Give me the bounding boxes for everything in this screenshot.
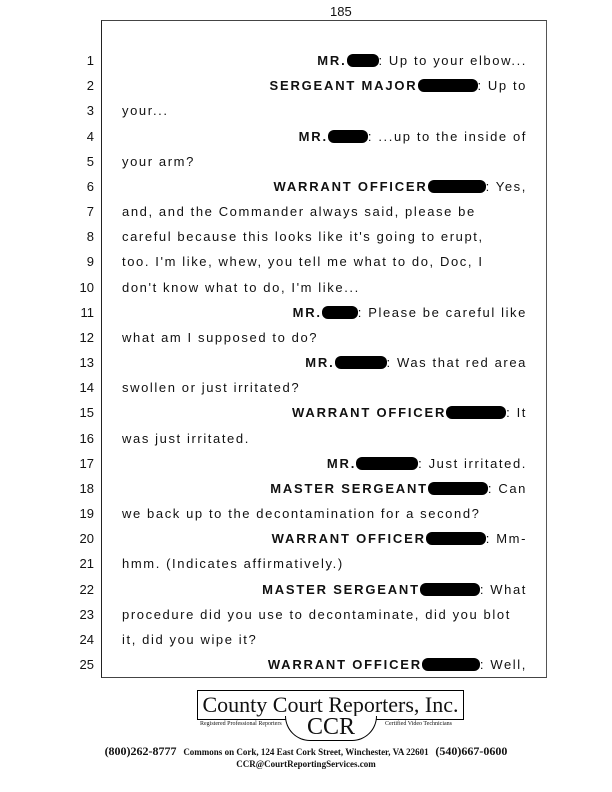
line-number: 6 — [86, 178, 94, 194]
transcript-line: WARRANT OFFICER : It — [292, 405, 527, 420]
redaction-mark — [417, 79, 478, 93]
line-number: 9 — [86, 254, 94, 270]
phone-left: (800)262-8777 — [104, 744, 177, 758]
redaction-mark — [421, 658, 480, 672]
line-number: 12 — [79, 329, 94, 345]
line-number: 20 — [79, 531, 94, 547]
line-number: 7 — [86, 204, 94, 220]
right-tagline: Certified Video Technicians — [385, 721, 452, 727]
speaker-label: WARRANT OFFICER — [273, 178, 428, 194]
speaker-label: MASTER SERGEANT — [262, 581, 420, 597]
speaker-label: WARRANT OFFICER — [271, 531, 426, 547]
transcript-frame — [101, 20, 547, 678]
transcript-line: hmm. (Indicates affirmatively.) — [122, 556, 344, 572]
transcript-line: WARRANT OFFICER : Mm- — [272, 531, 527, 546]
speech-text: : Just irritated. — [418, 455, 527, 471]
speech-text: : Was that red area — [386, 355, 527, 371]
speaker-label: MR. — [298, 128, 328, 144]
ccr-logo: CCR — [285, 715, 377, 741]
redaction-mark — [356, 456, 419, 470]
line-number: 10 — [79, 279, 94, 295]
line-number: 22 — [79, 581, 94, 597]
transcript-line: was just irritated. — [122, 430, 250, 446]
transcript-line: too. I'm like, whew, you tell me what to… — [122, 254, 484, 270]
transcript-line: MASTER SERGEANT : Can — [270, 481, 527, 496]
line-number: 11 — [80, 304, 95, 320]
page-number: 185 — [330, 4, 352, 19]
speech-text: : Mm- — [485, 531, 527, 547]
transcript-line: MR. : Up to your elbow... — [317, 53, 527, 68]
line-number: 16 — [79, 430, 94, 446]
transcript-line: your arm? — [122, 153, 195, 169]
redaction-mark — [446, 406, 507, 420]
line-number: 18 — [79, 480, 94, 496]
speaker-label: MASTER SERGEANT — [270, 480, 428, 496]
address: Commons on Cork, 124 East Cork Street, W… — [183, 747, 429, 757]
speech-text: : Up to — [477, 78, 527, 94]
transcript-line: MR. : Just irritated. — [327, 456, 527, 471]
speech-text: : What — [479, 581, 527, 597]
redaction-mark — [425, 532, 486, 546]
line-number: 13 — [79, 355, 94, 371]
redaction-mark — [419, 582, 480, 596]
line-number: 17 — [79, 455, 94, 471]
redaction-mark — [427, 179, 486, 193]
line-number: 21 — [79, 556, 94, 572]
footer-address: (800)262-8777 Commons on Cork, 124 East … — [0, 744, 612, 769]
line-number: 5 — [86, 153, 94, 169]
redaction-mark — [321, 305, 358, 319]
speech-text: : It — [506, 405, 527, 421]
redaction-mark — [327, 129, 368, 143]
transcript-line: SERGEANT MAJOR : Up to — [270, 78, 528, 93]
speaker-label: MR. — [292, 304, 322, 320]
transcript-line: swollen or just irritated? — [122, 380, 301, 396]
transcript-line: procedure did you use to decontaminate, … — [122, 606, 511, 622]
transcript-line: don't know what to do, I'm like... — [122, 279, 360, 295]
transcript-line: your... — [122, 103, 169, 119]
line-number: 8 — [86, 229, 94, 245]
transcript-line: MR. : Please be careful like — [293, 305, 527, 320]
speech-text: : Yes, — [485, 178, 527, 194]
line-number: 1 — [86, 53, 94, 68]
phone-right: (540)667-0600 — [435, 744, 508, 758]
line-number: 4 — [86, 128, 94, 144]
speech-text: : Well, — [479, 657, 527, 673]
line-number: 23 — [79, 606, 94, 622]
transcript-line: WARRANT OFFICER : Well, — [268, 657, 527, 672]
transcript-line: what am I supposed to do? — [122, 329, 319, 345]
speaker-label: MR. — [305, 355, 335, 371]
speaker-label: WARRANT OFFICER — [267, 657, 422, 673]
transcript-line: we back up to the decontamination for a … — [122, 506, 481, 522]
line-number: 25 — [79, 657, 94, 673]
redaction-mark — [427, 481, 488, 495]
transcript-line: MASTER SERGEANT : What — [262, 582, 527, 597]
line-number: 2 — [86, 78, 94, 94]
redaction-mark — [334, 356, 387, 370]
transcript-line: MR. : Was that red area — [305, 355, 527, 370]
redaction-mark — [346, 54, 379, 67]
speech-text: : Please be careful like — [357, 304, 527, 320]
line-number: 15 — [79, 405, 94, 421]
speaker-label: SERGEANT MAJOR — [269, 78, 418, 94]
line-number: 14 — [79, 380, 94, 396]
speaker-label: MR. — [326, 455, 357, 471]
email: CCR@CourtReportingServices.com — [236, 759, 376, 769]
line-number: 24 — [79, 631, 94, 647]
transcript-line: careful because this looks like it's goi… — [122, 229, 484, 245]
transcript-line: it, did you wipe it? — [122, 631, 258, 647]
speech-text: : Can — [487, 480, 527, 496]
line-number: 3 — [86, 103, 94, 119]
transcript-line: MR. : ...up to the inside of — [299, 129, 527, 144]
speaker-label: WARRANT OFFICER — [292, 405, 447, 421]
transcript-line: WARRANT OFFICER : Yes, — [273, 179, 527, 194]
left-tagline: Registered Professional Reporters — [200, 721, 282, 727]
transcript-line: and, and the Commander always said, plea… — [122, 204, 476, 220]
speech-text: : Up to your elbow... — [378, 53, 527, 68]
speaker-label: MR. — [317, 53, 347, 68]
speech-text: : ...up to the inside of — [367, 128, 527, 144]
line-number: 19 — [79, 506, 94, 522]
